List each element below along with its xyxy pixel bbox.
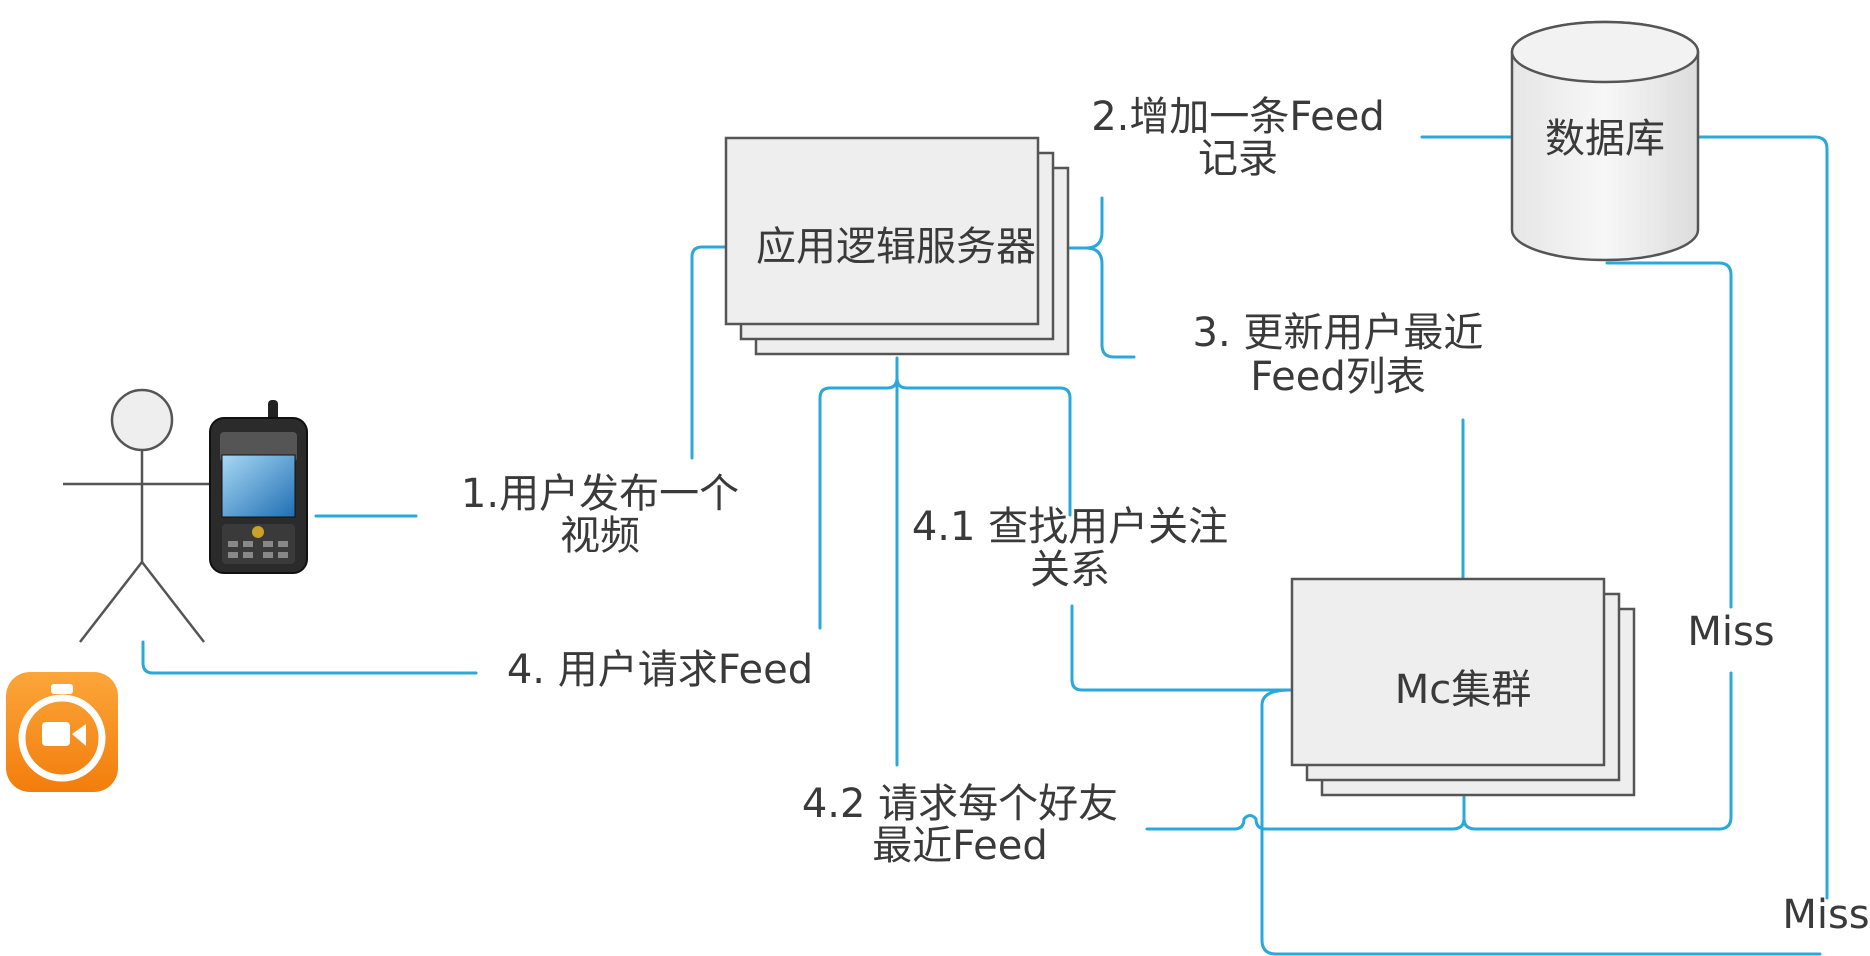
step2-label-line1: 2.增加一条Feed [1091,94,1385,140]
connector-db-right [1696,135,1829,900]
step4-label: 4. 用户请求Feed [507,647,813,693]
user-stick-figure-icon [63,388,221,643]
step4-2-label-line1: 4.2 请求每个好友 [802,781,1118,827]
mc-cluster-node: Mc集群 [1290,577,1636,797]
miss-bottom-label: Miss [1782,892,1869,938]
database-label: 数据库 [1545,116,1665,162]
step3-label-line1: 3. 更新用户最近 [1193,310,1484,356]
mobile-phone-icon [209,400,308,574]
miss-right-label: Miss [1687,609,1774,655]
step3-label-line2: Feed列表 [1250,354,1425,400]
step2-label-line2: 记录 [1198,136,1278,182]
connector-brace [1068,196,1136,359]
step4-1-label-line1: 4.1 查找用户关注 [912,504,1228,550]
step4-1-label-line2: 关系 [1030,547,1110,593]
app-server-label: 应用逻辑服务器 [756,224,1036,270]
video-camera-app-icon [6,672,118,792]
mc-cluster-label: Mc集群 [1395,667,1532,713]
connector-step1-to-server [690,245,728,460]
step1-label-line2: 视频 [560,513,640,559]
connector-mc-left [1260,688,1822,956]
step1-label-line1: 1.用户发布一个 [461,471,739,517]
connector-step4-1-to-mc [1070,604,1294,692]
database-node: 数据库 [1510,20,1700,262]
app-server-node: 应用逻辑服务器 [724,136,1070,356]
connectors [141,135,1829,956]
connector-db-bottom [1145,261,1733,831]
connector-step4-user [141,640,478,675]
step4-2-label-line2: 最近Feed [872,823,1047,869]
